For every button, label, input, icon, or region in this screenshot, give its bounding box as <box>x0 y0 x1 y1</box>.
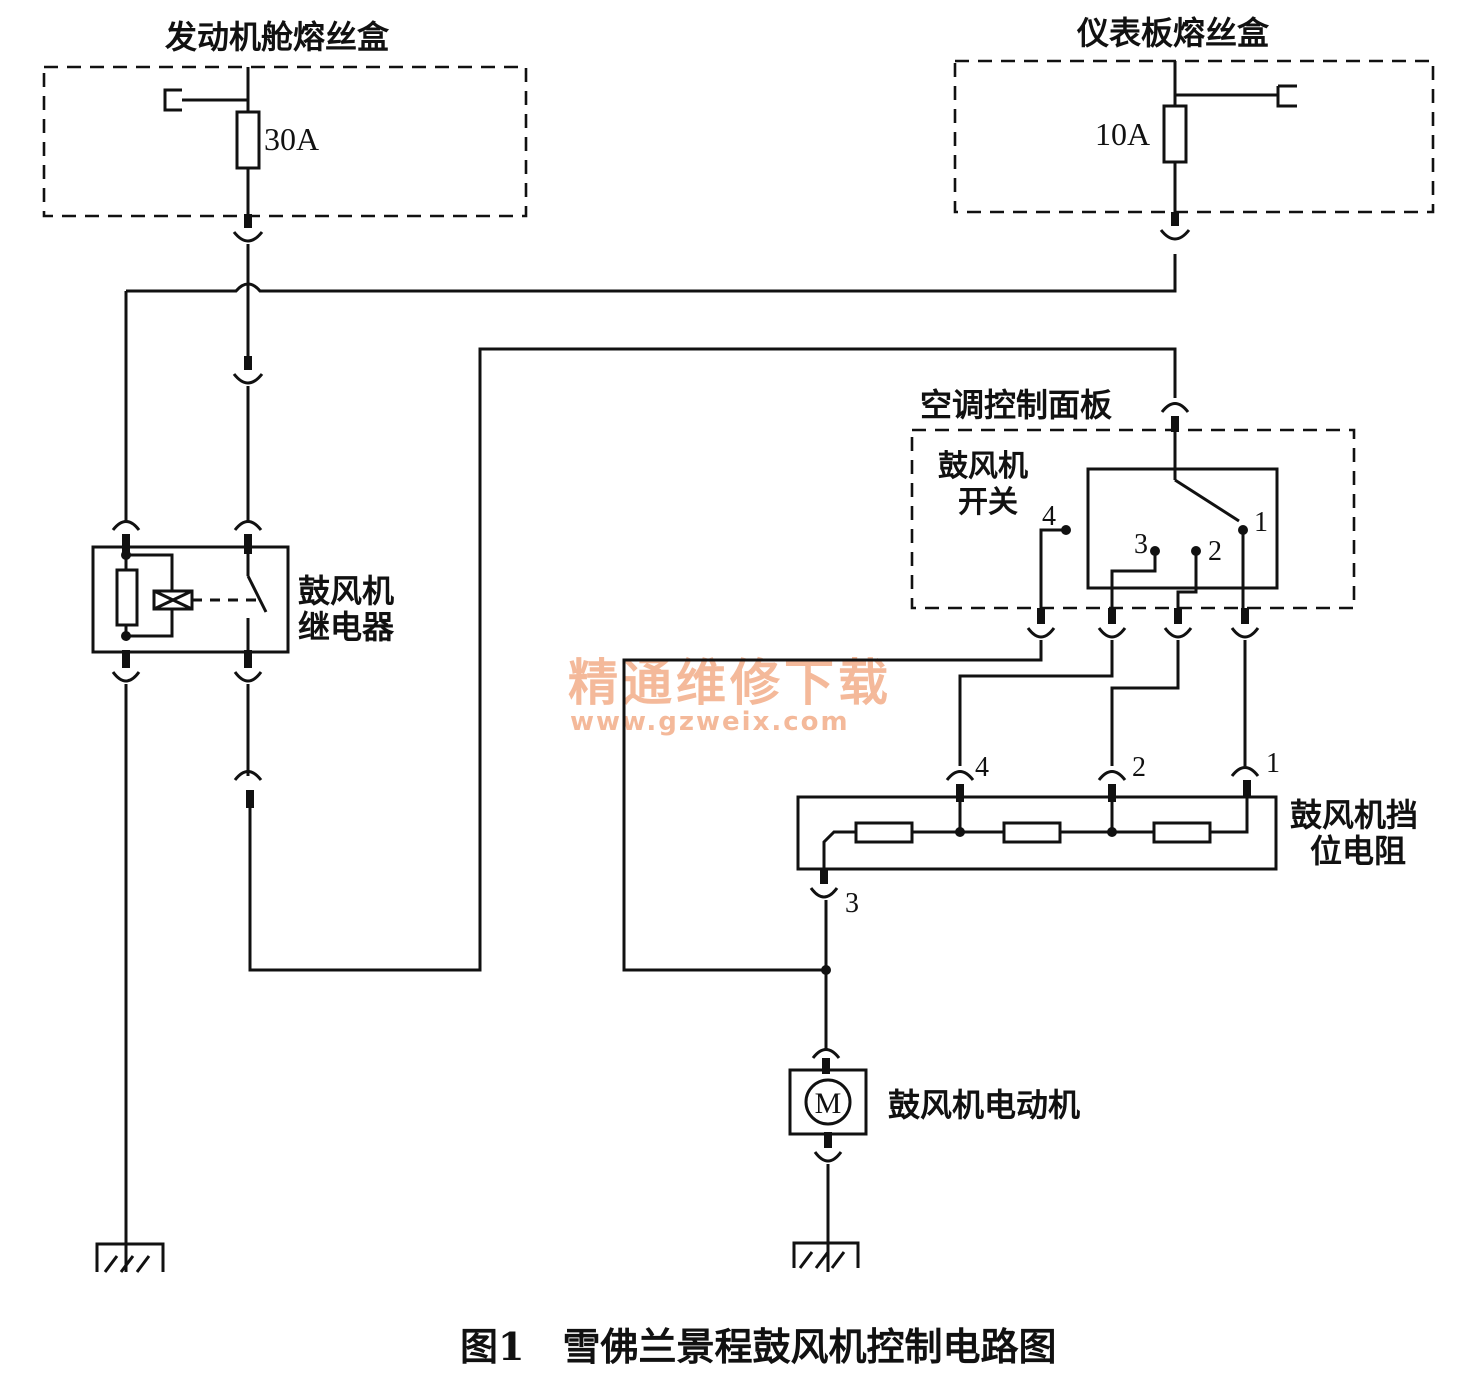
ip-fuse-feed-wire <box>126 254 1177 293</box>
ip-fuse-box-border <box>953 59 1435 214</box>
fuse-30a-icon <box>235 110 261 170</box>
relay-to-panel-wire <box>248 347 1177 972</box>
panel-to-resistor-wiring: 4 2 1 <box>622 640 1280 972</box>
blower-resistor: 鼓风机挡 位电阻 3 <box>796 780 1418 1050</box>
resistor-icon <box>1152 821 1212 844</box>
motor-symbol: M <box>815 1087 842 1120</box>
connector-icon <box>1097 770 1127 781</box>
ip-fuse-box-terminal <box>1276 84 1297 108</box>
relay-label-line1: 鼓风机 <box>298 572 394 610</box>
high-speed-wire <box>622 640 1043 972</box>
fuse-10a-icon <box>1162 104 1188 164</box>
motor-icon <box>804 1078 852 1126</box>
engine-fuse-box-label: 发动机舱熔丝盒 <box>165 18 390 56</box>
switch-pin-1: 1 <box>1254 507 1268 538</box>
watermark-title: 精通维修下载 <box>568 654 892 712</box>
resistor-icon <box>854 821 914 844</box>
connector-icon <box>1159 229 1191 241</box>
connector-icon <box>809 887 839 899</box>
resistor-pin-3: 3 <box>845 888 859 919</box>
ip-fuse-box-label: 仪表板熔丝盒 <box>1076 14 1270 52</box>
engine-fuse-box-border <box>42 65 528 218</box>
engine-fuse-box-terminal <box>163 88 182 112</box>
relay-resistor-icon <box>115 568 139 627</box>
connector-icon <box>1026 627 1056 639</box>
connector-icon <box>945 770 975 781</box>
engine-fuse-box: 发动机舱熔丝盒 30A <box>42 18 528 226</box>
connector-icon <box>232 373 264 385</box>
ip-fuse-box: 仪表板熔丝盒 10A <box>953 14 1435 224</box>
resistor-icon <box>1002 821 1062 844</box>
switch-wiper-icon <box>1174 478 1240 523</box>
resistor-pin-1: 1 <box>1266 748 1280 779</box>
blower-relay: 鼓风机 继电器 <box>91 520 395 683</box>
watermark-url: www.gzweix.com <box>570 707 850 737</box>
switch-pin-4: 4 <box>1042 501 1056 532</box>
relay-output-wiring <box>95 347 1177 1273</box>
upper-wiring <box>124 212 1191 523</box>
switch-pin-3: 3 <box>1134 529 1148 560</box>
connector-icon <box>233 770 263 781</box>
relay-switch-icon <box>246 575 268 613</box>
connector-icon <box>1160 402 1190 413</box>
hvac-panel-label: 空调控制面板 <box>920 386 1112 424</box>
connector-icon <box>232 231 264 243</box>
motor-label: 鼓风机电动机 <box>888 1086 1080 1124</box>
connector-icon <box>111 520 141 531</box>
ground-icon <box>792 1241 860 1268</box>
switch-pin-2: 2 <box>1208 536 1222 567</box>
relay-label-line2: 继电器 <box>298 608 395 646</box>
connector-icon <box>1230 627 1260 639</box>
connector-icon <box>233 671 263 683</box>
hvac-panel-border <box>910 428 1356 610</box>
connector-icon <box>111 671 141 683</box>
connector-icon <box>813 1151 843 1163</box>
connector-icon <box>233 520 263 531</box>
resistor-pin-4: 4 <box>975 752 989 783</box>
fuse-10a-label: 10A <box>1095 116 1150 152</box>
ground-icon <box>95 1242 165 1272</box>
resistor-label-line1: 鼓风机挡 <box>1290 796 1418 834</box>
switch-label-line1: 鼓风机 <box>938 449 1028 484</box>
blower-motor: M 鼓风机电动机 <box>788 1048 1080 1272</box>
connector-icon <box>1163 627 1193 639</box>
watermark: 精通维修下载 www.gzweix.com <box>568 654 892 737</box>
connector-icon <box>811 1048 841 1059</box>
resistor-pin-2: 2 <box>1132 752 1146 783</box>
switch-label-line2: 开关 <box>958 485 1018 520</box>
hvac-control-panel: 空调控制面板 鼓风机 开关 1 2 3 4 <box>910 386 1356 639</box>
connector-icon <box>1097 627 1127 639</box>
connector-icon <box>1230 766 1260 777</box>
resistor-label-line2: 位电阻 <box>1310 832 1406 870</box>
fuse-30a-label: 30A <box>264 121 319 157</box>
figure-caption: 图1 雪佛兰景程鼓风机控制电路图 <box>460 1324 1056 1369</box>
